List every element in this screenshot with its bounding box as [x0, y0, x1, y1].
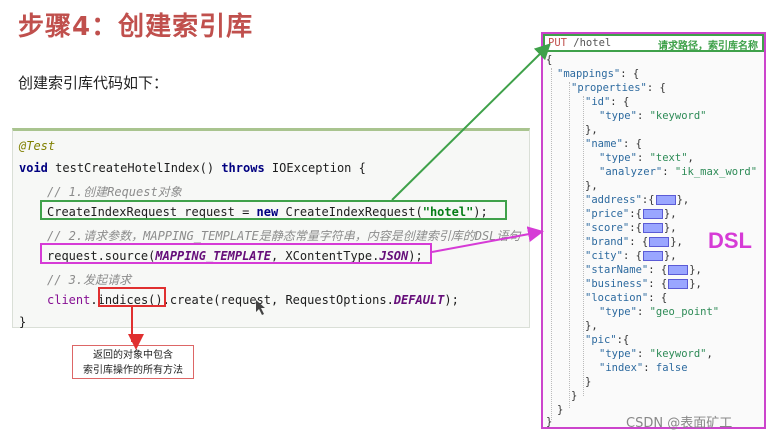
collapsed-fold-icon[interactable] — [642, 251, 663, 261]
dsl-line: "starName": {}, — [585, 264, 702, 276]
dsl-line: "pic":{ — [585, 334, 630, 346]
arrow-to-dsl — [431, 226, 544, 253]
dsl-line: "type": "text", — [599, 152, 694, 164]
code-line-method-signature: void testCreateHotelIndex() throws IOExc… — [19, 161, 366, 175]
dsl-line: "mappings": { — [557, 68, 640, 80]
collapsed-fold-icon[interactable] — [655, 195, 676, 205]
dsl-request-header: PUT /hotel 请求路径，索引库名称 — [543, 34, 764, 52]
dsl-line: } — [557, 404, 564, 416]
dsl-line: "index": false — [599, 362, 688, 374]
dsl-line: "score":{}, — [585, 222, 677, 234]
dsl-line: "location": { — [585, 292, 668, 304]
dsl-line: }, — [585, 320, 598, 332]
code-line-request-source: request.source(MAPPING_TEMPLATE, XConten… — [47, 249, 423, 263]
dsl-label: DSL — [708, 228, 752, 253]
slide-title: 步骤4：创建索引库 — [18, 12, 254, 42]
dsl-line: "type": "keyword" — [599, 110, 707, 122]
collapsed-fold-icon[interactable] — [642, 209, 663, 219]
code-comment-1: // 1.创建Request对象 — [47, 185, 182, 199]
highlight-create-request — [40, 200, 507, 220]
code-comment-2: // 2.请求参数，MAPPING_TEMPLATE是静态常量字符串，内容是创建… — [47, 229, 521, 243]
collapsed-fold-icon[interactable] — [668, 279, 689, 289]
arrow-to-request-path — [391, 43, 551, 201]
code-line-close: } — [19, 315, 27, 329]
highlight-request-source — [40, 243, 432, 264]
dsl-line: }, — [585, 124, 598, 136]
watermark: CSDN @表面矿工 — [626, 416, 733, 431]
collapsed-fold-icon[interactable] — [642, 223, 663, 233]
dsl-line: } — [571, 390, 578, 402]
dsl-line: "business": {}, — [585, 278, 702, 290]
dsl-line: } — [546, 416, 553, 428]
cursor-icon — [256, 300, 265, 315]
callout-indices-note: 返回的对象中包含 索引库操作的所有方法 — [72, 345, 194, 379]
collapsed-fold-icon[interactable] — [668, 265, 689, 275]
dsl-line: "type": "geo_point" — [599, 306, 720, 318]
dsl-line: "brand": {}, — [585, 236, 683, 248]
dsl-line: "properties": { — [571, 82, 666, 94]
dsl-line: } — [585, 376, 592, 388]
dsl-line: "id": { — [585, 96, 630, 108]
code-line-client-indices: client.indices().create(request, Request… — [47, 293, 459, 307]
code-line-create-request: CreateIndexRequest request = new CreateI… — [47, 205, 488, 219]
dsl-line: "name": { — [585, 138, 642, 150]
dsl-line: "city": {}, — [585, 250, 677, 262]
dsl-panel: PUT /hotel 请求路径，索引库名称 { "mappings": { "p… — [541, 32, 766, 429]
dsl-line: "price":{}, — [585, 208, 677, 220]
dsl-line: "address":{}, — [585, 194, 690, 206]
dsl-line: }, — [585, 180, 598, 192]
dsl-line: "type": "keyword", — [599, 348, 713, 360]
dsl-request-line: PUT /hotel — [548, 37, 612, 49]
dsl-header-note: 请求路径，索引库名称 — [658, 41, 758, 52]
slide-subtitle: 创建索引库代码如下： — [18, 74, 169, 92]
collapsed-fold-icon[interactable] — [649, 237, 670, 247]
highlight-indices — [98, 287, 166, 307]
code-line-annotation: @Test — [19, 139, 56, 153]
dsl-line: "analyzer": "ik_max_word" — [599, 166, 758, 178]
code-comment-3: // 3.发起请求 — [47, 273, 132, 287]
